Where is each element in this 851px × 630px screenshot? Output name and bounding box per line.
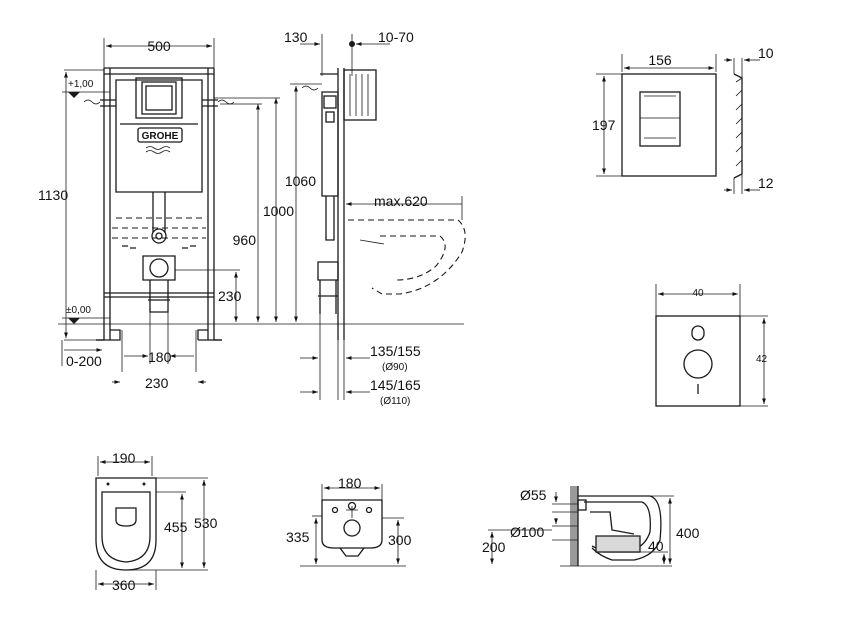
dim-d110: (Ø110) — [380, 396, 410, 407]
dim-pad-height: 42 — [756, 354, 768, 365]
dim-front-335: 335 — [286, 529, 310, 545]
dim-plate-depth-top: 10 — [758, 45, 774, 61]
dim-230-bottom: 230 — [145, 375, 169, 391]
sound-pad-view: 40 42 — [655, 284, 768, 407]
dim-side-400: 400 — [676, 525, 700, 541]
dim-side-d100: Ø100 — [510, 524, 544, 540]
dim-plate-depth-bottom: 12 — [758, 175, 774, 191]
bowl-front-view: 180 335 300 — [286, 475, 412, 567]
level-top-label: +1,00 — [68, 79, 94, 90]
grohe-logo: GROHE — [137, 127, 183, 154]
dim-bowl-360: 360 — [112, 577, 136, 593]
dim-135-155: 135/155 — [370, 343, 421, 359]
dim-bowl-190: 190 — [112, 450, 136, 466]
frame-front-view: 500 GROHE — [38, 38, 464, 391]
dim-plate-width: 156 — [648, 52, 672, 68]
frame-side-view: 130 10-70 max.620 130 1060 — [284, 29, 466, 407]
dim-front-300: 300 — [388, 532, 412, 548]
dim-side-d55: Ø55 — [520, 487, 547, 503]
dim-side-200: 200 — [482, 539, 506, 555]
dim-130: 130 — [284, 29, 308, 45]
dim-180-bottom: 180 — [148, 349, 172, 365]
dim-0-200: 0-200 — [66, 353, 102, 369]
dim-front-180: 180 — [338, 475, 362, 491]
dim-230-height: 230 — [218, 288, 242, 304]
bowl-side-view: Ø55 Ø100 200 40 400 — [482, 486, 700, 567]
level-floor-label: ±0,00 — [66, 305, 91, 316]
dim-frame-height: 1130 — [38, 187, 68, 203]
dim-d90: (Ø90) — [382, 362, 408, 373]
dim-frame-width: 500 — [147, 38, 171, 54]
flush-plate-view: 156 197 10 12 — [592, 45, 774, 194]
dim-145-165: 145/165 — [370, 377, 421, 393]
dim-bowl-455: 455 — [164, 519, 188, 535]
dim-pad-width: 40 — [692, 288, 704, 299]
dim-side-40: 40 — [648, 538, 664, 554]
svg-text:GROHE: GROHE — [142, 131, 179, 142]
dim-max-620: max.620 — [374, 193, 428, 209]
dim-plate-height: 197 — [592, 117, 616, 133]
dim-1060-label: 1060 — [285, 173, 316, 189]
bowl-top-view: 190 455 530 360 — [95, 450, 218, 593]
dim-960: 960 — [233, 232, 257, 248]
dim-10-70: 10-70 — [378, 29, 414, 45]
dim-1000: 1000 — [263, 203, 294, 219]
dim-bowl-530: 530 — [194, 515, 218, 531]
